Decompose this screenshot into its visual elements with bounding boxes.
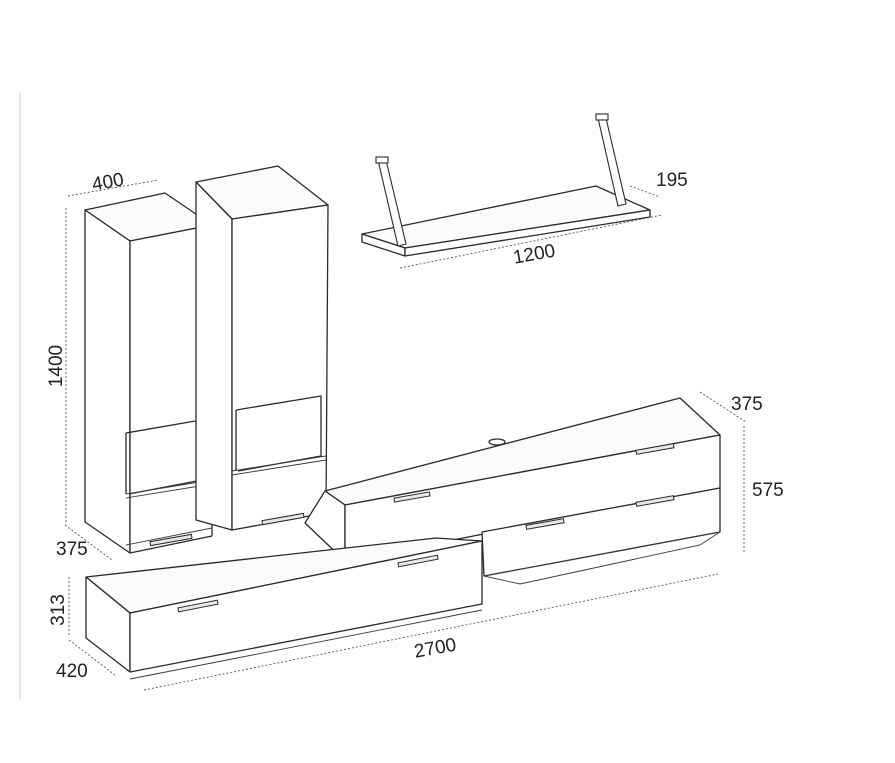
tall-cabinet-left-side (84, 209, 131, 554)
dim-cabinet-depth: 375 (56, 539, 88, 560)
tv-unit-handle-1 (393, 491, 431, 503)
dimension-lines (64, 179, 747, 691)
tall-cabinet-right-side (195, 181, 233, 531)
dim-tv-unit-depth: 375 (731, 394, 763, 415)
dim-shelf-length: 1200 (512, 241, 557, 269)
low-unit-front (129, 540, 483, 673)
tv-unit (304, 397, 721, 585)
tall-cabinet-right-handle (261, 512, 305, 526)
dim-total-width: 2700 (413, 635, 458, 663)
low-unit (85, 537, 483, 680)
low-unit-handle-2 (397, 554, 439, 568)
tv-unit-handle-3 (525, 518, 565, 530)
dim-tv-unit-height: 575 (752, 480, 784, 501)
low-unit-handle-1 (177, 599, 219, 613)
dim-low-unit-depth: 420 (56, 661, 88, 682)
dim-low-unit-height: 313 (48, 594, 69, 626)
dim-shelf-depth: 195 (656, 170, 688, 191)
dim-cabinet-height: 1400 (46, 345, 67, 387)
tall-cabinet-right (195, 165, 329, 531)
tv-unit-handle-2 (635, 443, 675, 455)
tall-cabinet-left-front (129, 224, 213, 554)
tv-unit-handle-4 (635, 495, 675, 507)
cable-hole (488, 438, 506, 446)
wall-shelf (361, 113, 651, 257)
tall-cabinet-left-handle (149, 533, 193, 547)
dim-cabinet-width: 400 (91, 169, 126, 195)
tall-cabinet-left (84, 192, 213, 554)
tall-cabinet-right-front (231, 204, 329, 531)
